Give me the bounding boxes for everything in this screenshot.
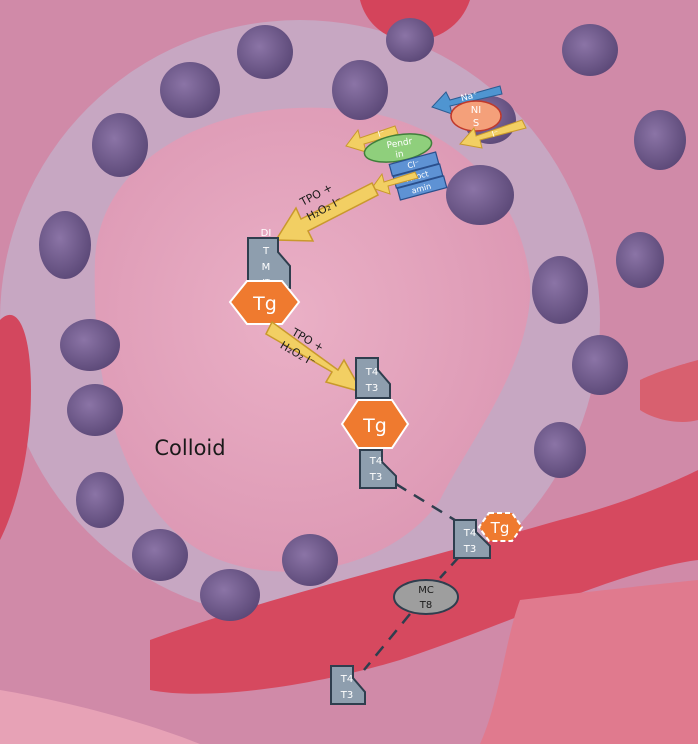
mct8-label-2: T8 bbox=[419, 600, 432, 611]
t4-label: T4 bbox=[369, 456, 382, 467]
tg-label: Tg bbox=[362, 415, 387, 437]
nucleus bbox=[616, 232, 664, 288]
nis-label-1: NI bbox=[471, 105, 481, 116]
nis-label-2: S bbox=[473, 118, 479, 129]
t4-label: T4 bbox=[463, 528, 476, 539]
nucleus bbox=[386, 18, 434, 62]
nucleus bbox=[446, 165, 514, 225]
nucleus bbox=[237, 25, 293, 79]
nucleus bbox=[282, 534, 338, 586]
nis-transporter: NI S bbox=[451, 101, 501, 131]
nucleus bbox=[67, 384, 123, 436]
t4-label: T4 bbox=[365, 367, 378, 378]
nucleus bbox=[39, 211, 91, 279]
mct8-label-1: MC bbox=[418, 585, 434, 596]
tg-label: Tg bbox=[252, 293, 277, 315]
dit-label-1: DI bbox=[261, 228, 272, 239]
dit-label-2: T bbox=[262, 246, 270, 257]
nucleus bbox=[572, 335, 628, 395]
dit-label-3: M bbox=[262, 262, 271, 273]
t3-label: T3 bbox=[369, 472, 382, 483]
nucleus bbox=[200, 569, 260, 621]
t4-label: T4 bbox=[340, 674, 353, 685]
nucleus bbox=[60, 319, 120, 371]
nucleus bbox=[534, 422, 586, 478]
nucleus bbox=[532, 256, 588, 324]
t3-label: T3 bbox=[340, 690, 353, 701]
mct8-transporter: MC T8 bbox=[394, 580, 458, 614]
t3-label: T3 bbox=[365, 383, 378, 394]
nucleus bbox=[76, 472, 124, 528]
pendrin-label-2: in bbox=[395, 149, 405, 160]
nucleus bbox=[562, 24, 618, 76]
nucleus bbox=[132, 529, 188, 581]
tg-label: Tg bbox=[490, 519, 510, 537]
nucleus bbox=[160, 62, 220, 118]
colloid-label: Colloid bbox=[154, 436, 225, 460]
nucleus bbox=[634, 110, 686, 170]
nucleus bbox=[92, 113, 148, 177]
t3-label: T3 bbox=[463, 544, 476, 555]
nucleus bbox=[332, 60, 388, 120]
